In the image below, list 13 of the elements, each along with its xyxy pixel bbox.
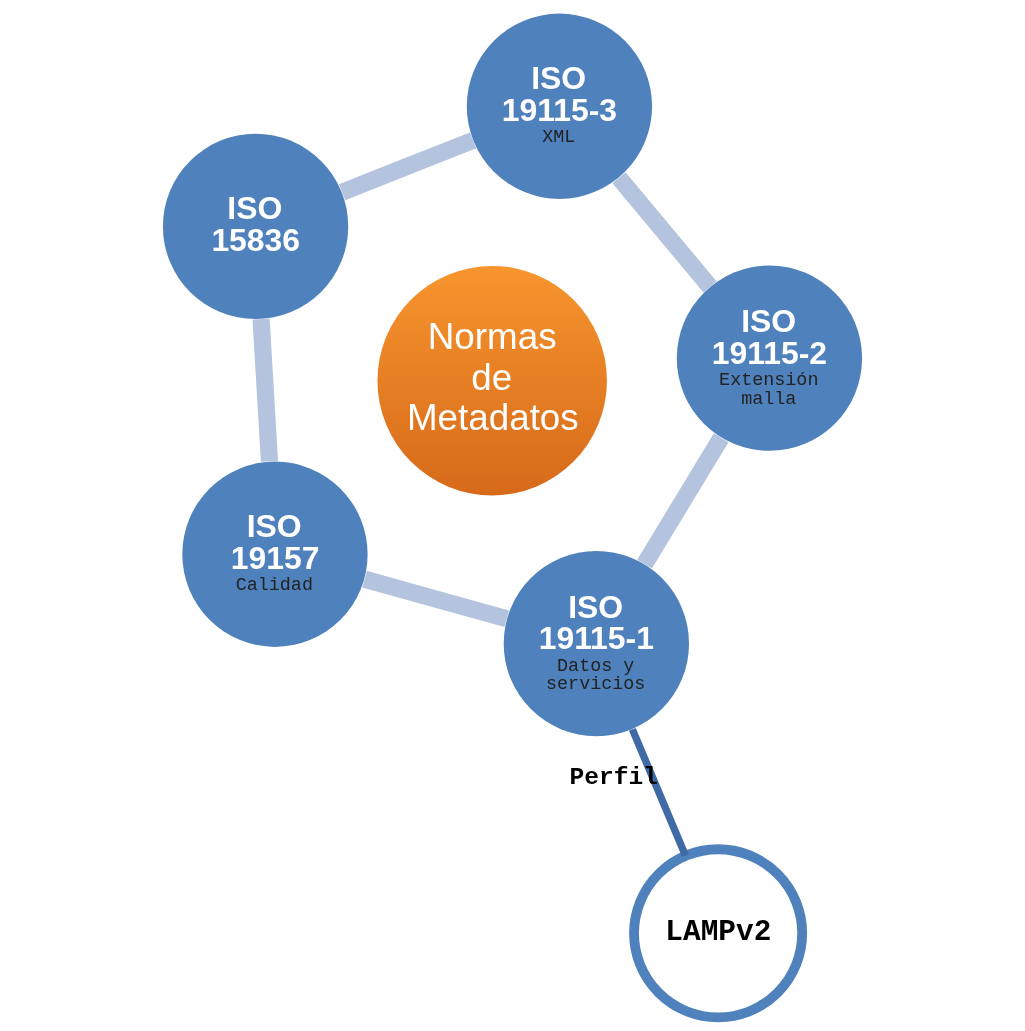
connector — [362, 570, 510, 627]
node-circle: ISO 19115-1 Datos y servicios — [503, 550, 689, 737]
node-circle: ISO 19115-3 XML — [466, 13, 653, 199]
node-circle: ISO 19157 Calidad — [182, 461, 368, 647]
connector — [637, 433, 729, 569]
node-circle: ISO 15836 — [162, 133, 349, 320]
connector — [252, 318, 279, 462]
node-circle: Normas de Metadatos — [377, 265, 607, 496]
node-circle: ISO 19115-2 Extensión malla — [676, 265, 863, 451]
connector — [612, 172, 717, 293]
connector — [338, 132, 477, 201]
node-circle: LAMPv2 — [629, 844, 808, 1023]
connector — [629, 727, 689, 858]
